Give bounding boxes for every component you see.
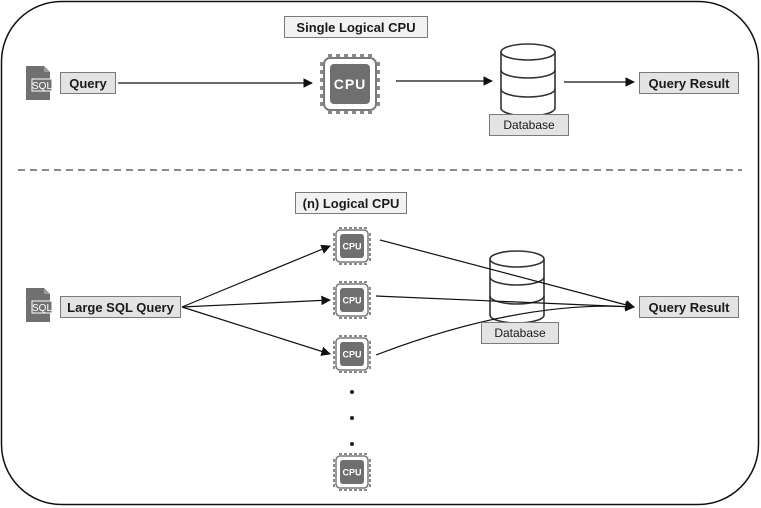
cpu-icon-3: CPU [332,334,372,374]
ellipsis-dot [350,416,354,420]
svg-text:SQL: SQL [32,81,52,92]
svg-text:CPU: CPU [342,242,361,252]
query-to-cpu3-arrow [181,306,331,356]
top-section-title: Single Logical CPU [284,16,428,38]
svg-text:CPU: CPU [342,350,361,360]
bottom-database-label: Database [481,322,559,344]
svg-text:CPU: CPU [342,296,361,306]
cpu2-to-result-arrow [375,295,635,312]
top-cpu-icon: CPU [319,53,381,115]
bottom-section-title: (n) Logical CPU [295,192,407,214]
svg-text:CPU: CPU [334,76,367,92]
top-query-label: Query [60,72,116,94]
bottom-sql-file-icon: SQL [25,287,53,323]
top-database-label: Database [489,114,569,136]
ellipsis-dot [350,442,354,446]
top-database-icon [500,43,556,117]
cpu3-to-result-arrow [375,301,635,356]
cpu1-to-result-arrow [379,239,635,310]
query-to-cpu2-arrow [181,295,331,308]
top-query-result-label: Query Result [639,72,739,94]
large-sql-query-label: Large SQL Query [60,296,181,318]
query-to-cpu1-arrow [181,244,331,308]
svg-text:CPU: CPU [342,468,361,478]
top-sql-file-icon: SQL [25,65,53,101]
svg-text:SQL: SQL [32,303,52,314]
cpu-icon-n: CPU [332,452,372,492]
cpu-icon-2: CPU [332,280,372,320]
cpu-icon-1: CPU [332,226,372,266]
ellipsis-dot [350,390,354,394]
bottom-query-result-label: Query Result [639,296,739,318]
